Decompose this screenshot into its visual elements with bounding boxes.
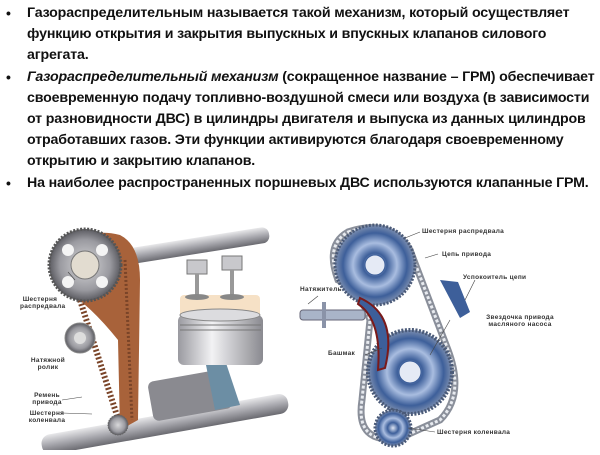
belt-timing-illustration: Шестерня распредвала Натяжной ролик Реме… <box>20 220 290 455</box>
chain-drive-drawing <box>299 223 476 448</box>
bullet-italic-term: Газораспределительный механизм <box>27 69 279 86</box>
label-chain-crankshaft-gear: Шестерня коленвала <box>437 429 511 436</box>
label-chain-camshaft-gear: Шестерня распредвала <box>422 228 505 235</box>
label-shoe: Башмак <box>328 350 356 357</box>
bullet-list: • Газораспределительным называется такой… <box>0 3 600 196</box>
bullet-text: (сокращенное название – ГРМ) обеспечивае… <box>27 69 595 169</box>
label-chain-damper: Успокоитель цепи <box>463 274 527 281</box>
bullet-marker: • <box>6 5 11 21</box>
belt-drive-drawing <box>41 227 289 455</box>
bullet-item-definition: • Газораспределительным называется такой… <box>0 3 600 65</box>
chain-timing-illustration: Шестерня распредвала Цепь привода Успоко… <box>290 220 600 450</box>
bullet-text: Газораспределительным называется такой м… <box>27 5 570 63</box>
label-oil-pump-sprocket: Звездочка привода масляного насоса <box>486 314 554 328</box>
label-drive-belt: Ремень привода <box>32 392 62 406</box>
bullet-marker: • <box>6 69 11 86</box>
label-tension-roller: Натяжной ролик <box>30 357 66 371</box>
bullet-item-valve-grm: • На наиболее распространенных поршневых… <box>0 173 600 194</box>
label-crankshaft-gear: Шестерня коленвала <box>28 410 66 424</box>
bullet-item-grm-function: • Газораспределительный механизм (сокращ… <box>0 67 600 171</box>
label-drive-chain: Цепь привода <box>442 251 492 258</box>
label-camshaft-gear: Шестерня распредвала <box>20 296 66 310</box>
label-tensioner: Натяжитель <box>300 286 342 293</box>
bullet-marker: • <box>6 175 11 192</box>
bullet-text: На наиболее распространенных поршневых Д… <box>27 175 589 192</box>
